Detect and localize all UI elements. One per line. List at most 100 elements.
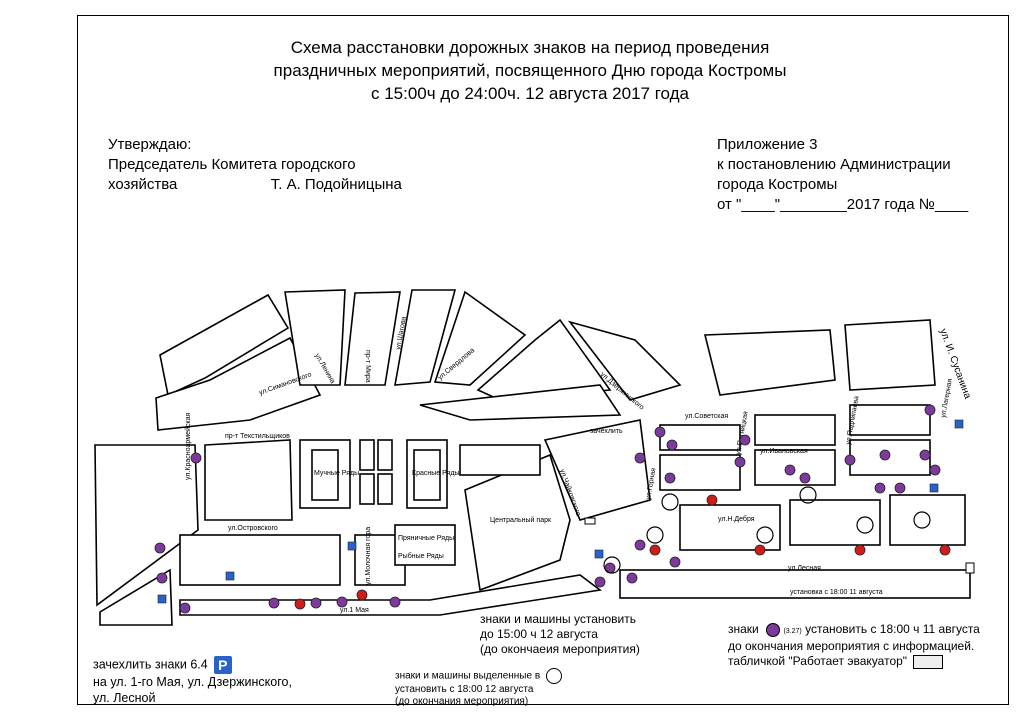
approval-signer: Т. А. Подойницына: [270, 176, 402, 193]
block-small4: [377, 473, 393, 505]
note-highlighted-1: знаки и машины выделенные в: [395, 670, 541, 682]
info-sign: [157, 594, 167, 604]
block-rows1-inner: [311, 449, 339, 501]
info-sign: [225, 571, 235, 581]
no-parking-sign: [874, 482, 886, 494]
note-signs-cars-3: (до окончаеия мероприятия): [480, 642, 640, 656]
no-parking-sign: [844, 454, 856, 466]
barrier-marker: [965, 562, 975, 574]
no-entry-sign: [939, 544, 951, 556]
highlight-ring-icon: [546, 668, 563, 684]
place-label-central-park: Центральный парк: [490, 516, 552, 524]
car-circle-marker: [661, 493, 679, 511]
block-n3: [394, 289, 457, 386]
map-sheet-frame: [77, 15, 1009, 705]
no-parking-sign: [666, 439, 678, 451]
block-small2: [377, 439, 393, 471]
block-e-grid10: [889, 494, 966, 546]
title-line-1: Схема расстановки дорожных знаков на пер…: [290, 38, 770, 57]
note-znaki-code: (3.27): [783, 628, 802, 635]
note-signs-cars: знаки и машины установить до 15:00 ч 12 …: [480, 612, 640, 657]
street-label-tekstilshchikov: пр-т Текстильщиков: [225, 433, 290, 440]
car-circle-marker: [646, 526, 664, 544]
road-south: [179, 574, 602, 616]
block-e2: [567, 320, 682, 401]
title-line-3: с 15:00ч до 24:00ч. 12 августа 2017 года: [370, 84, 689, 103]
street-label-mira: пр-т Мира: [364, 350, 371, 383]
street-label-ivanovskaya: ул.Ивановская: [760, 448, 808, 455]
no-parking-sign: [799, 472, 811, 484]
no-parking-sign: [179, 602, 191, 614]
info-sign: [594, 549, 604, 559]
block-w2: [204, 439, 293, 521]
appendix-block: Приложение 3 к постановлению Администрац…: [717, 135, 968, 215]
info-sign: [954, 419, 964, 429]
street-label-susanina: ул. И. Сусанина: [937, 327, 973, 401]
block-n1: [284, 289, 346, 386]
note-signs-cars-2: до 15:00 ч 12 августа: [480, 627, 598, 641]
street-label-krasnoarmeyskaya: ул.Красноармейская: [184, 412, 192, 480]
block-e-grid3: [754, 414, 836, 446]
car-circle-marker: [603, 556, 621, 574]
map-title: Схема расстановки дорожных знаков на пер…: [180, 36, 880, 105]
appendix-line-3: города Костромы: [717, 176, 838, 193]
block-ne-top2: [844, 319, 936, 391]
radial-blocks: [155, 289, 682, 431]
no-entry-sign: [649, 544, 661, 556]
traffic-signs: [154, 404, 975, 614]
map-note-install: установка с 18:00 11 августа: [790, 589, 883, 596]
title-line-2: праздничных мероприятий, посвященного Дн…: [273, 61, 787, 80]
barrier-marker: [584, 517, 596, 525]
no-parking-sign: [879, 449, 891, 461]
block-n2: [344, 291, 401, 386]
note-znaki-line3: табличкой "Работает эвакуатор": [728, 654, 908, 668]
block-e-grid1: [543, 419, 651, 521]
car-circle-marker: [756, 526, 774, 544]
tow-truck-icon: [913, 654, 944, 669]
no-parking-sign: [268, 597, 280, 609]
block-rows2-inner: [413, 449, 441, 501]
appendix-line-4: от "____"________2017 года №____: [717, 196, 969, 213]
no-parking-sign: [156, 572, 168, 584]
block-w6: [99, 568, 173, 626]
block-w1: [94, 444, 199, 607]
appendix-line-2: к постановлению Администрации: [717, 156, 951, 173]
no-parking-sign: [154, 542, 166, 554]
note-highlighted-3: (до окончания мероприятия): [395, 696, 529, 707]
west-blocks: [94, 439, 456, 626]
trade-rows: [299, 439, 448, 509]
car-circle-marker: [856, 516, 874, 534]
block-small1: [359, 439, 375, 471]
no-parking-sign: [594, 576, 606, 588]
street-label-sovetskaya: ул.Советская: [685, 413, 728, 420]
block-lesnaya-south: [619, 569, 971, 599]
note-signs-cars-1: знаки и машины установить: [480, 612, 636, 626]
no-entry-sign: [706, 494, 718, 506]
block-nw2: [155, 336, 322, 431]
no-stopping-sign-icon: [766, 622, 781, 637]
block-e-grid5: [659, 454, 741, 491]
street-label-lagernaya: ул.Лагерная: [940, 378, 954, 418]
block-ne-top1: [703, 329, 836, 396]
note-znaki-line2: до окончания мероприятия с информацией.: [728, 639, 975, 653]
approval-line-2: Председатель Комитета городского: [108, 156, 356, 173]
block-e-grid4: [849, 404, 931, 436]
parking-sign-icon: P: [213, 656, 232, 674]
block-w5: [394, 524, 456, 566]
no-parking-sign: [664, 472, 676, 484]
block-e-grid6: [754, 449, 836, 486]
place-label-rybnye: Рыбные Ряды: [398, 552, 444, 560]
street-label-zachekhlit: зачехлить: [590, 428, 623, 435]
block-e1: [419, 384, 622, 421]
no-parking-sign: [929, 464, 941, 476]
no-parking-sign: [626, 572, 638, 584]
street-label-pervogo-maya: ул.1 Мая: [340, 607, 369, 614]
no-parking-sign: [389, 596, 401, 608]
note-znaki: знаки: [728, 622, 759, 636]
block-ne1: [433, 290, 527, 386]
no-entry-sign: [356, 589, 368, 601]
no-parking-sign: [784, 464, 796, 476]
block-e-grid7: [849, 439, 931, 476]
